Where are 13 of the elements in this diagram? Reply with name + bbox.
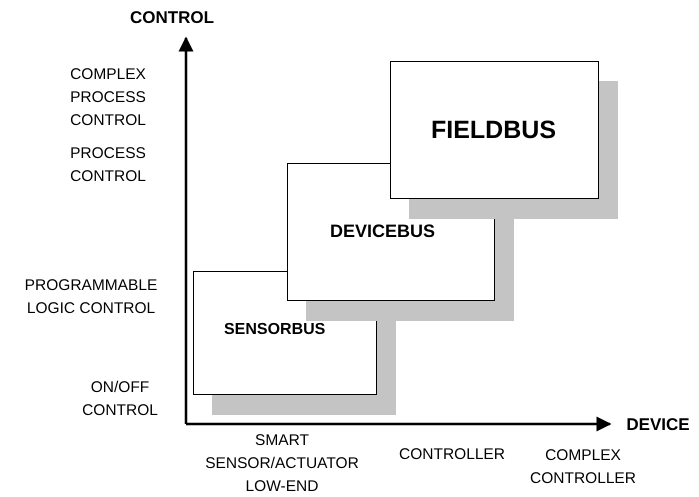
axis-title: CONTROL [130, 7, 214, 29]
axis-title: DEVICE [626, 414, 690, 436]
axis-category-label: COMPLEX PROCESS CONTROL [70, 65, 146, 131]
bus-box [390, 61, 599, 199]
axis-category-label: CONTROLLER [399, 445, 505, 465]
axis-category-label: COMPLEX CONTROLLER [530, 446, 636, 489]
axis-category-label: PROGRAMMABLE LOGIC CONTROL [24, 276, 158, 319]
bus-name: SENSORBUS [224, 321, 326, 339]
axis-category-label: ON/OFF CONTROL [82, 378, 158, 421]
axis-category-label: SMART SENSOR/ACTUATOR LOW-END [205, 431, 359, 497]
axis-category-label: PROCESS CONTROL [70, 144, 146, 187]
bus-name: DEVICEBUS [330, 221, 436, 242]
bus-name: FIELDBUS [431, 116, 556, 145]
